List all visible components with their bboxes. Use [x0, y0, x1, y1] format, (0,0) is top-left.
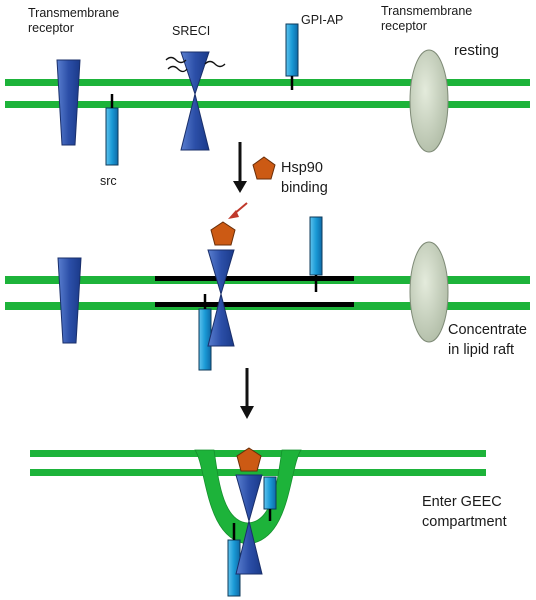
- transmembrane-receptor-right: [409, 49, 449, 153]
- gpi-ap: [285, 23, 299, 77]
- panel-lipid-raft: [5, 216, 530, 371]
- hsp90-binding-label: Hsp90 binding: [281, 160, 328, 196]
- binding-arrow-head: [228, 210, 239, 219]
- sreci-receptor-top: [207, 249, 235, 296]
- sreci-label: SRECI: [172, 24, 211, 38]
- membrane-inner-leaflet: [30, 469, 486, 476]
- sreci-receptor-bottom: [180, 93, 210, 151]
- gpi-ap: [263, 476, 277, 510]
- arrow-down-1-head: [233, 181, 247, 193]
- panel-geec: [30, 447, 486, 597]
- src-label: src: [100, 174, 117, 188]
- transmembrane-receptor-left-label: Transmembrane receptor: [28, 6, 120, 35]
- lipid-raft-outer: [155, 276, 354, 281]
- membrane-inner-leaflet: [5, 101, 530, 108]
- enter-geec-label: Enter GEEC compartment: [422, 494, 507, 530]
- sreci-receptor-top: [180, 51, 210, 96]
- resting-label: resting: [454, 42, 500, 59]
- transmembrane-receptor-right: [409, 241, 449, 343]
- lipid-raft-inner: [155, 302, 354, 307]
- membrane-invagination: [194, 449, 302, 545]
- sugar-chain-icon: [204, 60, 226, 68]
- gpi-ap: [309, 216, 323, 276]
- sugar-chain-icon: [167, 65, 188, 73]
- transmembrane-receptor-left: [57, 257, 82, 344]
- sugar-chain-icon: [165, 56, 187, 64]
- hsp90-bound-icon: [236, 447, 262, 472]
- panel-resting: [5, 23, 530, 166]
- sreci-receptor-top: [235, 474, 263, 523]
- concentrate-lipid-raft-label: Concentrate in lipid raft: [448, 322, 527, 358]
- arrow-down-2-head: [240, 406, 254, 419]
- transmembrane-receptor-right-label: Transmembrane receptor: [381, 4, 473, 33]
- transmembrane-receptor-left: [56, 59, 81, 146]
- src-kinase: [105, 107, 119, 166]
- sreci-receptor-bottom: [235, 520, 263, 575]
- hsp90-bound-icon: [210, 221, 236, 246]
- hsp90-icon: [252, 156, 276, 180]
- sreci-receptor-bottom: [207, 293, 235, 347]
- gpi-ap-label: GPI-AP: [301, 13, 344, 27]
- membrane-outer-leaflet: [5, 79, 530, 86]
